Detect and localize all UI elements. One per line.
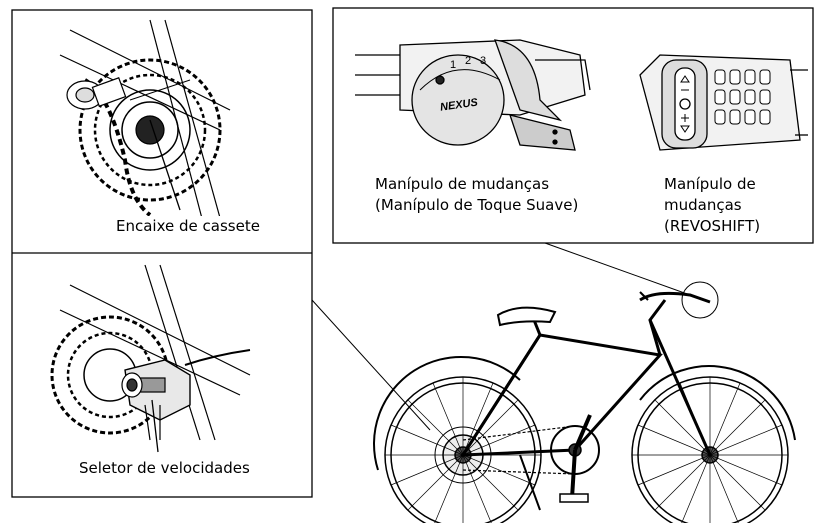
speed-selector-drawing <box>50 264 251 453</box>
cassette-joint-label: Encaixe de cassete <box>116 216 260 236</box>
gear-number-2: 2 <box>465 55 471 67</box>
bicycle-drawing <box>373 291 796 523</box>
nexus-logo: NEXUS <box>439 96 479 113</box>
soft-touch-shifter-label-line1: Manípulo de mudanças <box>375 174 550 194</box>
left-panel <box>11 9 313 498</box>
revoshift-label-line3: (REVOSHIFT) <box>664 216 761 236</box>
gear-number-1: 1 <box>450 59 456 71</box>
gear-number-3: 3 <box>480 55 486 67</box>
revoshift-label-line1: Manípulo de <box>664 174 756 194</box>
revoshift-drawing <box>639 54 808 151</box>
cassette-joint-drawing <box>59 19 231 231</box>
speed-selector-label: Seletor de velocidades <box>79 458 250 478</box>
callout-lines <box>311 242 719 431</box>
soft-touch-shifter-drawing <box>355 39 591 151</box>
soft-touch-shifter-label-line2: (Manípulo de Toque Suave) <box>375 195 579 215</box>
revoshift-label-line2: mudanças <box>664 195 742 215</box>
